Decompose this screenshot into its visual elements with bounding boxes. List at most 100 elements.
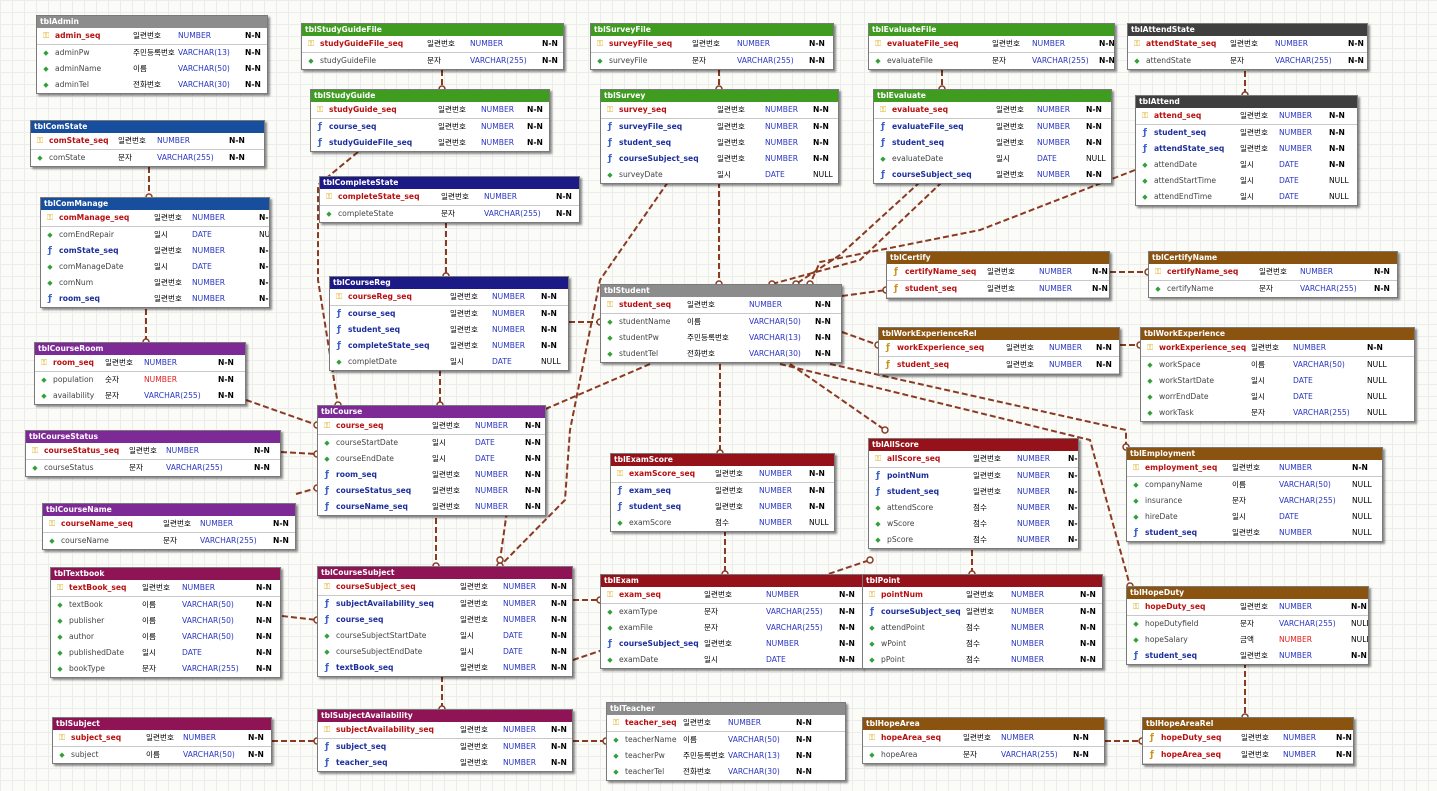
entity-title[interactable]: tblExamScore <box>611 454 834 466</box>
entity-title[interactable]: tblCourseReg <box>330 277 568 289</box>
entity-title[interactable]: tblCompleteState <box>320 177 579 189</box>
entity-title[interactable]: tblCourse <box>318 406 545 418</box>
relationship-line[interactable] <box>841 289 887 297</box>
relationship-line[interactable] <box>829 363 1127 447</box>
entity-title[interactable]: tblAdmin <box>37 16 267 28</box>
entity-title[interactable]: tblHopeArea <box>863 718 1104 730</box>
entity-title[interactable]: tblHopeDuty <box>1127 587 1368 599</box>
entity-title[interactable]: tblCourseSubject <box>318 567 572 579</box>
entity-title[interactable]: tblWorkExperience <box>1141 328 1414 340</box>
entity-title[interactable]: tblStudyGuide <box>311 90 549 102</box>
entity-title[interactable]: tblAttend <box>1136 96 1357 108</box>
relationship-line[interactable] <box>789 363 886 431</box>
entity-title[interactable]: tblComManage <box>41 198 269 210</box>
entity-title[interactable]: tblWorkExperienceRel <box>879 328 1119 340</box>
entity-title[interactable]: tblAttendState <box>1128 24 1367 36</box>
relationship-line[interactable] <box>280 451 318 455</box>
entity-title[interactable]: tblTextbook <box>51 568 280 580</box>
entity-title[interactable]: tblSubject <box>53 718 271 730</box>
entity-title[interactable]: tblHopeAreaRel <box>1143 718 1353 730</box>
